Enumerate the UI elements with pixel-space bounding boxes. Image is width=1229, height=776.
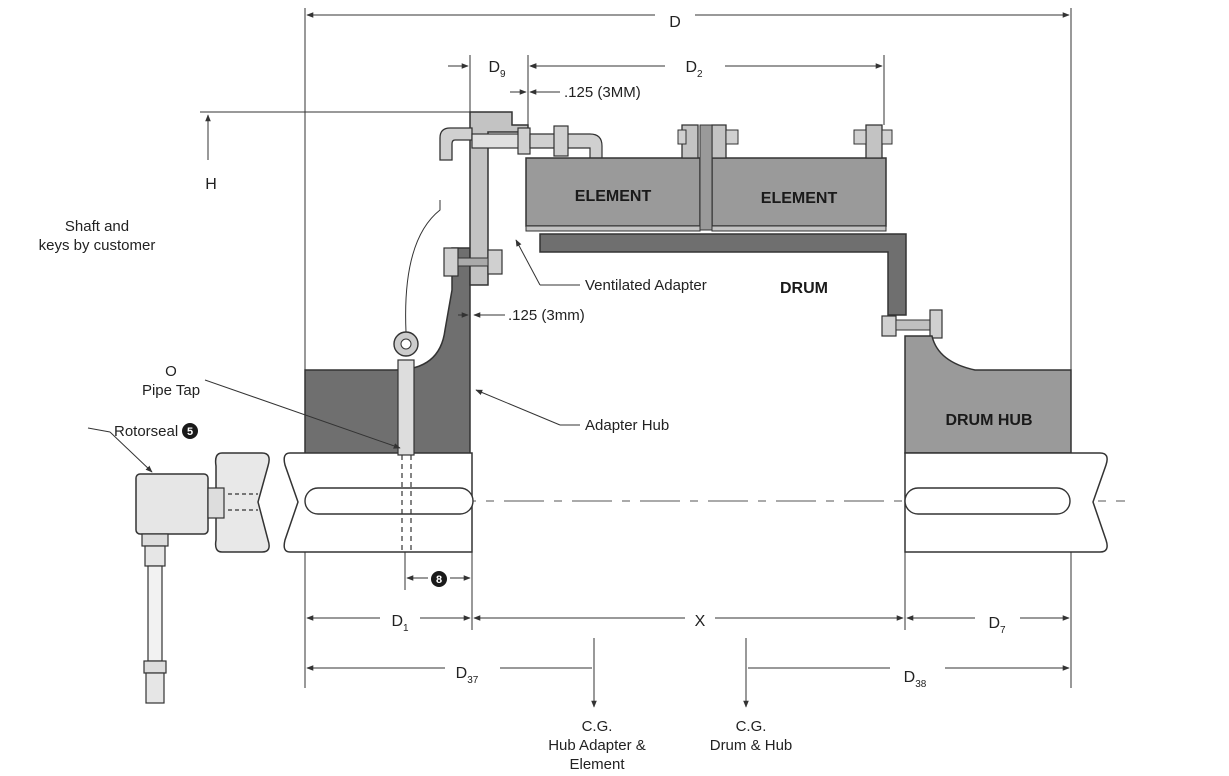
dim-X: X [695,613,706,630]
shaft-keys-note-2: keys by customer [39,237,156,254]
dim-D37: D37 [456,665,479,686]
right-keyway [904,487,1071,515]
element-label-left: ELEMENT [575,188,652,205]
rotorseal-body [135,473,209,535]
dim-D7: D7 [988,615,1006,636]
drum-label: DRUM [780,280,828,297]
badge-8 [431,571,447,587]
adapter-hub-label: Adapter Hub [585,417,669,434]
dim-D38: D38 [904,669,927,690]
svg-text:8: 8 [436,574,442,586]
dim-H: H [205,176,217,193]
left-keyway [304,487,474,515]
dim-D2: D2 [685,59,703,80]
cg-drum-label-2: Drum & Hub [710,737,793,754]
shaft-keys-note: Shaft and [65,218,129,235]
dim-D1: D1 [391,613,409,634]
gap-top-label: .125 (3MM) [564,84,641,101]
dim-D9: D9 [488,59,506,80]
element-label-right: ELEMENT [761,190,838,207]
pipe-tap-label: Pipe Tap [142,382,200,399]
ventilated-adapter-label: Ventilated Adapter [585,277,707,294]
svg-text:5: 5 [187,426,193,438]
rotorseal-label: Rotorseal [114,423,178,440]
drum-hub [904,335,1072,454]
cg-hub-label-2: Hub Adapter & [548,737,646,754]
drum-hub-label: DRUM HUB [945,412,1032,429]
air-passage [397,359,415,456]
cg-hub-label-3: Element [569,756,625,773]
cg-drum-label-1: C.G. [736,718,767,735]
gap-side-label: .125 (3mm) [508,307,585,324]
dim-D: D [669,14,681,31]
badge-5 [182,423,198,439]
cg-hub-label-1: C.G. [582,718,613,735]
pipe-tap-size: O [165,363,177,380]
rotorseal-collar [214,452,270,553]
drum [539,233,907,316]
